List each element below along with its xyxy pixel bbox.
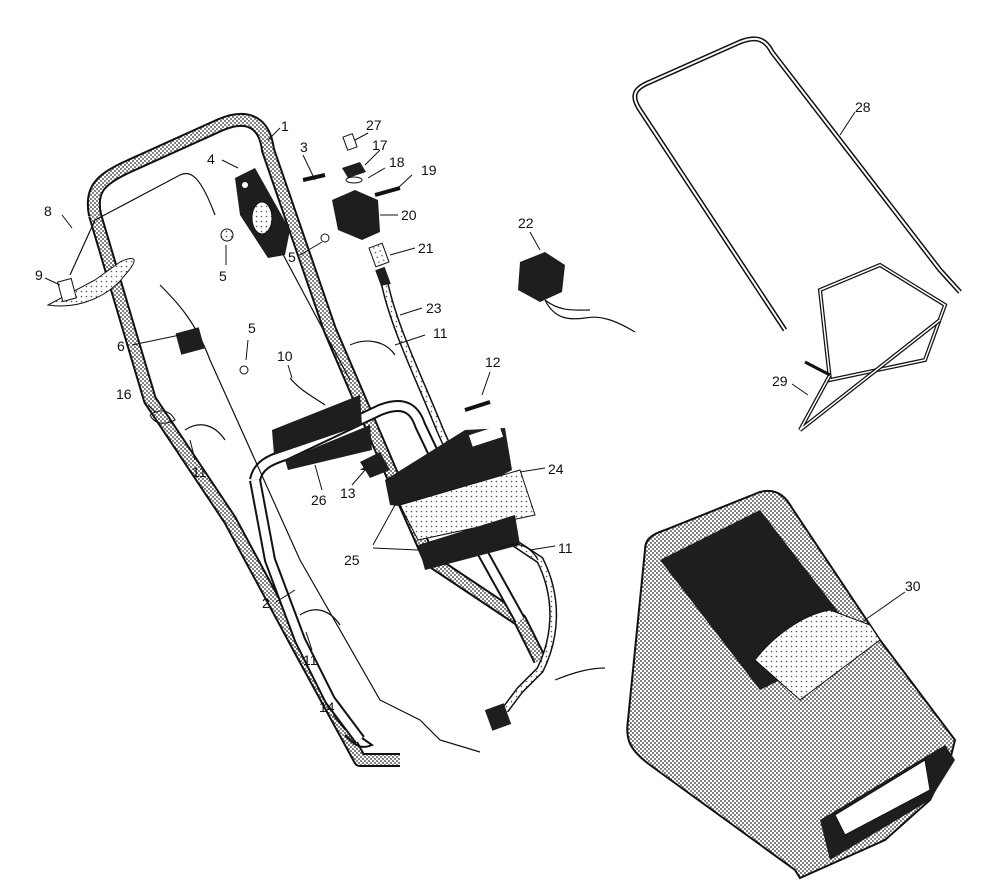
callout-10: 10 — [277, 348, 293, 364]
callout-19: 19 — [421, 162, 437, 178]
callout-25: 25 — [344, 552, 360, 568]
callout-30: 30 — [905, 578, 921, 594]
callout-8: 8 — [44, 203, 52, 219]
callout-13: 13 — [340, 485, 356, 501]
callout-27: 27 — [366, 117, 382, 133]
control-box-icon — [235, 168, 290, 258]
callout-20: 20 — [401, 207, 417, 223]
callout-2: 2 — [262, 595, 270, 611]
callout-3: 3 — [300, 139, 308, 155]
switch-housing-icon — [332, 133, 391, 288]
callout-16: 16 — [116, 386, 132, 402]
callout-14: 14 — [319, 699, 335, 715]
callout-18: 18 — [389, 154, 405, 170]
callout-6: 6 — [117, 338, 125, 354]
callout-28: 28 — [855, 99, 871, 115]
callout-11b: 11 — [192, 464, 207, 480]
callout-29: 29 — [772, 373, 788, 389]
callout-24: 24 — [548, 461, 564, 477]
callout-11c: 11 — [558, 540, 573, 556]
upper-handle — [86, 113, 547, 767]
callout-9: 9 — [35, 267, 43, 283]
callout-5a: 5 — [219, 268, 227, 284]
callout-12: 12 — [485, 354, 501, 370]
callout-21: 21 — [418, 240, 434, 256]
callout-17: 17 — [372, 137, 388, 153]
callout-23: 23 — [426, 300, 442, 316]
lower-handle — [249, 400, 526, 744]
charger-icon — [518, 252, 636, 333]
callout-26: 26 — [311, 492, 327, 508]
callout-11d: 11 — [303, 652, 318, 668]
bracket-plate-icon — [272, 395, 372, 470]
callout-1: 1 — [281, 118, 289, 134]
callout-5c: 5 — [248, 320, 256, 336]
callout-4: 4 — [207, 151, 215, 167]
callout-5b: 5 — [288, 249, 296, 265]
frame-icon — [632, 36, 962, 432]
callout-22: 22 — [518, 215, 534, 231]
callout-11a: 11 — [433, 325, 448, 341]
battery-icon — [360, 425, 536, 570]
bag-icon — [626, 489, 957, 880]
callout-labels: 1 2 3 4 5 5 5 6 8 9 10 11 11 11 11 12 13… — [35, 99, 921, 715]
leader-lines — [44, 111, 906, 731]
safety-key-icon — [46, 258, 135, 307]
hardware-icon — [149, 173, 606, 748]
